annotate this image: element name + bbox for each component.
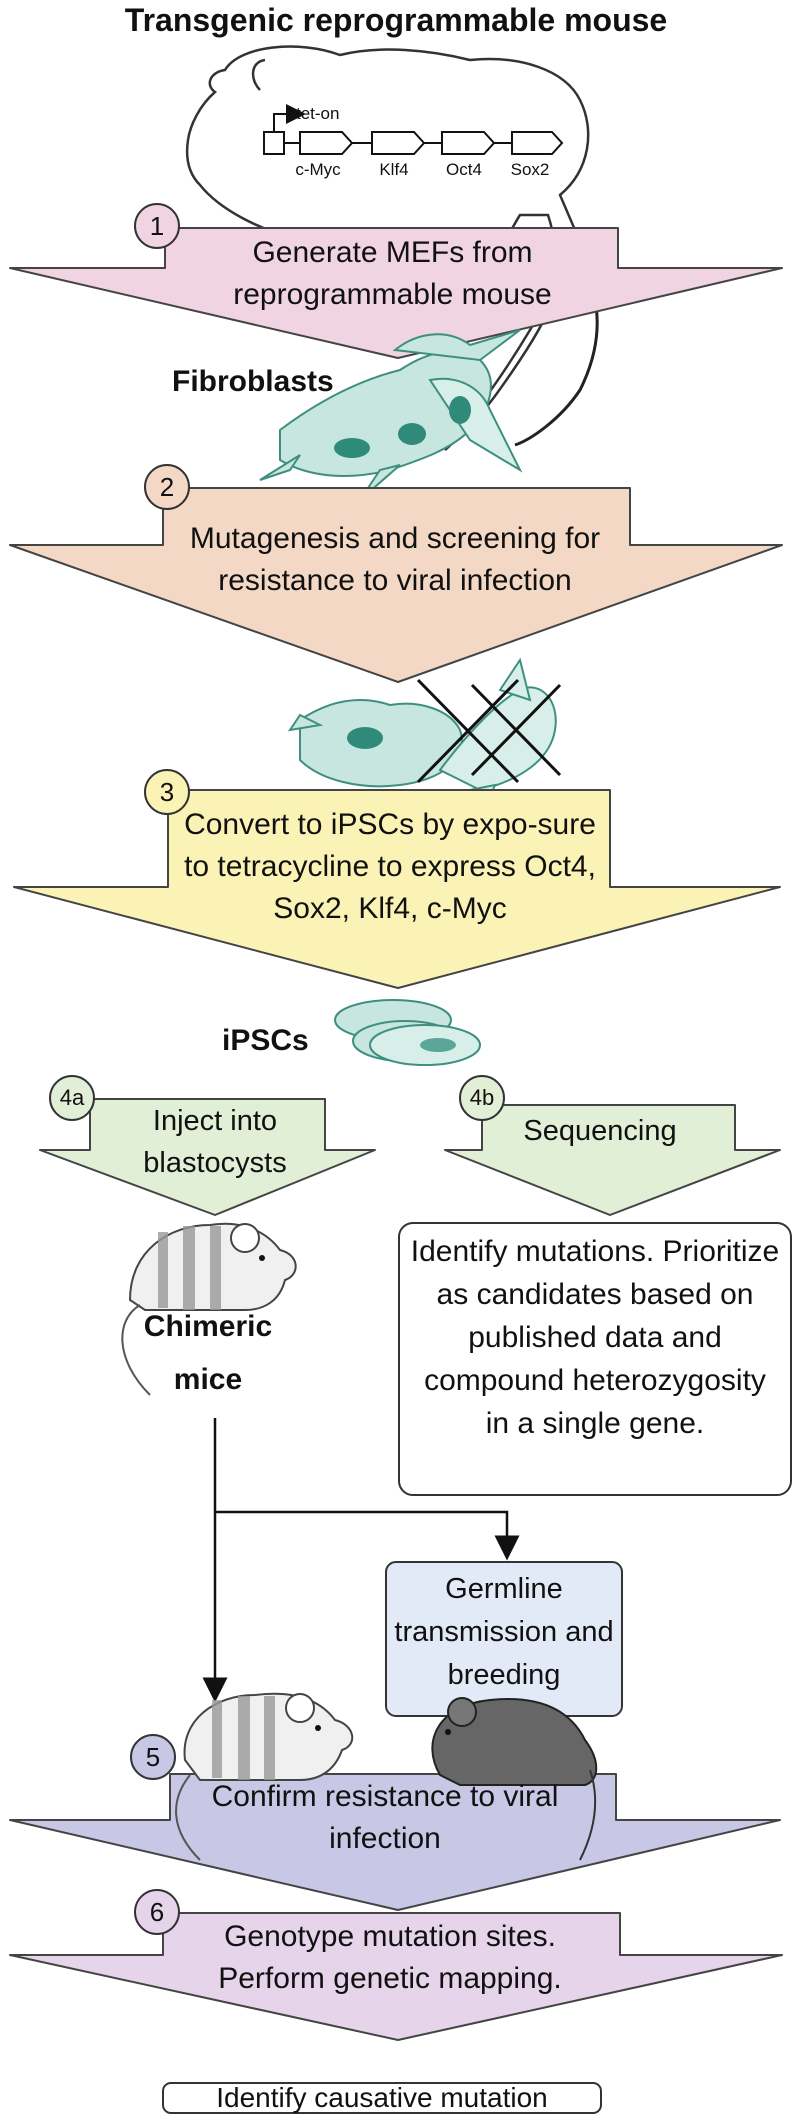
promoter-label: tet-on — [296, 104, 340, 123]
diagram-title: Transgenic reprogrammable mouse — [124, 2, 668, 38]
step-3-circle — [144, 769, 190, 815]
step-4b-number: 4b — [469, 1085, 495, 1110]
gene-label-c-myc: c-Myc — [295, 160, 341, 179]
germline-text: Germline transmission and breeding — [394, 1573, 614, 1691]
identify-mutations-text: Identify mutations. Prioritize as candid… — [410, 1235, 780, 1440]
step-5-circle — [130, 1734, 176, 1780]
step-5-text: Confirm resistance to viral infection — [211, 1780, 559, 1855]
fibroblast-cells — [259, 329, 523, 501]
step-2-text: Mutagenesis and screening for resistance… — [189, 522, 601, 597]
gene-label-sox2: Sox2 — [510, 160, 550, 179]
step-1-arrow — [9, 227, 783, 359]
mice-label: mice — [173, 1363, 243, 1396]
step-3-number: 3 — [159, 777, 175, 807]
chimeric-label: Chimeric — [143, 1310, 273, 1343]
identify-mutations-box — [398, 1222, 792, 1496]
step-1-circle — [134, 203, 180, 249]
causative-text: Identify causative mutation — [216, 2082, 548, 2113]
step-6-text: Genotype mutation sites. Perform genetic… — [218, 1920, 562, 1995]
dark-mouse-illustration — [431, 1697, 598, 1861]
connector-lines — [202, 1418, 520, 1703]
step-4a-text: Inject into blastocysts — [143, 1105, 287, 1179]
gene-arrow-oct4 — [441, 131, 496, 155]
striped-mouse-illustration — [175, 1692, 354, 1861]
fibroblasts-label: Fibroblasts — [172, 365, 334, 398]
gene-arrow-c-myc — [299, 131, 354, 155]
step-2-circle — [144, 464, 190, 510]
step-1-text: Generate MEFs from reprogrammable mouse — [233, 236, 552, 311]
ipsc-cells — [334, 999, 481, 1066]
step-4a-number: 4a — [59, 1085, 85, 1110]
gene-label-oct4: Oct4 — [446, 160, 482, 179]
step-6-arrow — [9, 1912, 783, 2041]
step-6-circle — [134, 1889, 180, 1935]
causative-box — [162, 2082, 602, 2114]
gene-arrow-sox2 — [511, 131, 564, 155]
chimeric-mouse-illustration — [121, 1222, 297, 1396]
step-2-arrow — [9, 487, 783, 683]
genetic-construct — [263, 104, 564, 155]
step-6-number: 6 — [149, 1897, 165, 1927]
gene-label-klf4: Klf4 — [379, 160, 409, 179]
step-4a-arrow — [39, 1098, 376, 1216]
step-3-arrow — [13, 789, 781, 989]
step-5-number: 5 — [145, 1742, 161, 1772]
gene-arrow-klf4 — [371, 131, 426, 155]
step-4b-text: Sequencing — [523, 1115, 677, 1147]
ipscs-label: iPSCs — [222, 1024, 309, 1057]
step-4b-arrow — [444, 1104, 781, 1216]
step-4b-circle — [459, 1075, 505, 1121]
step-3-text: Convert to iPSCs by expo-sure to tetracy… — [184, 808, 596, 925]
mutated-fibroblast-cells — [287, 657, 562, 823]
step-2-number: 2 — [159, 472, 175, 502]
step-5-arrow — [9, 1773, 781, 1911]
step-1-number: 1 — [149, 211, 165, 241]
step-4a-circle — [49, 1075, 95, 1121]
